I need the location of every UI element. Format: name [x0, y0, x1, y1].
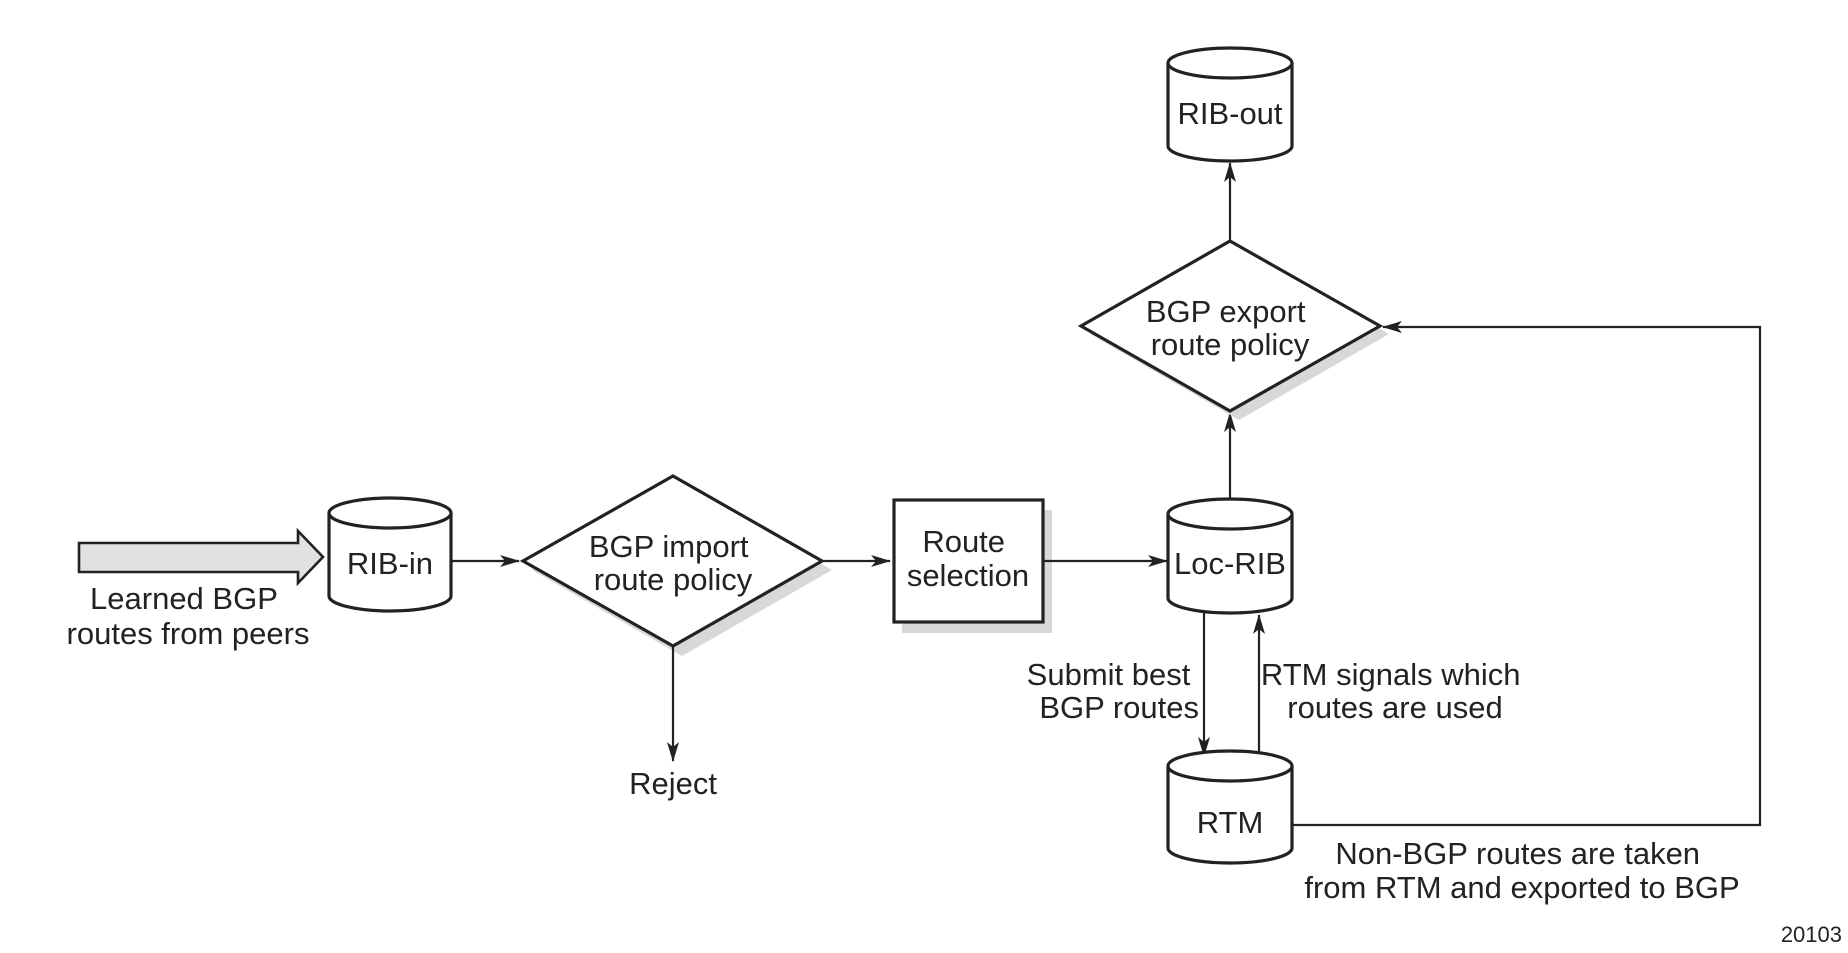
rtm-label: RTM	[1197, 805, 1264, 840]
rib-in-label: RIB-in	[347, 546, 433, 581]
learned-routes-input-arrow	[77, 527, 325, 587]
route-selection-process: Route selection	[892, 498, 1052, 633]
loc-rib-label: Loc-RIB	[1174, 546, 1286, 581]
submit-best-label: Submit best BGP routes	[1027, 657, 1199, 725]
bgp-export-policy-decision: BGP export route policy	[1077, 239, 1389, 420]
rtm-database: RTM	[1166, 749, 1294, 865]
non-bgp-routes-label: Non-BGP routes are taken from RTM and ex…	[1304, 836, 1739, 905]
loc-rib-database: Loc-RIB	[1166, 497, 1294, 615]
edge-rtm-to-export	[1292, 321, 1762, 827]
learned-routes-label: Learned BGP routes from peers	[67, 581, 310, 651]
rtm-signals-label: RTM signals which routes are used	[1261, 657, 1529, 725]
export-policy-label: BGP export route policy	[1146, 294, 1314, 362]
reject-label: Reject	[629, 766, 717, 801]
bgp-import-policy-decision: BGP import route policy	[519, 474, 832, 656]
rib-out-label: RIB-out	[1177, 96, 1282, 131]
route-selection-label: Route selection	[907, 524, 1029, 593]
rib-out-database: RIB-out	[1166, 46, 1294, 163]
import-policy-label: BGP import route policy	[589, 529, 757, 597]
figure-id: 20103	[1781, 922, 1842, 947]
rib-in-database: RIB-in	[327, 496, 453, 613]
